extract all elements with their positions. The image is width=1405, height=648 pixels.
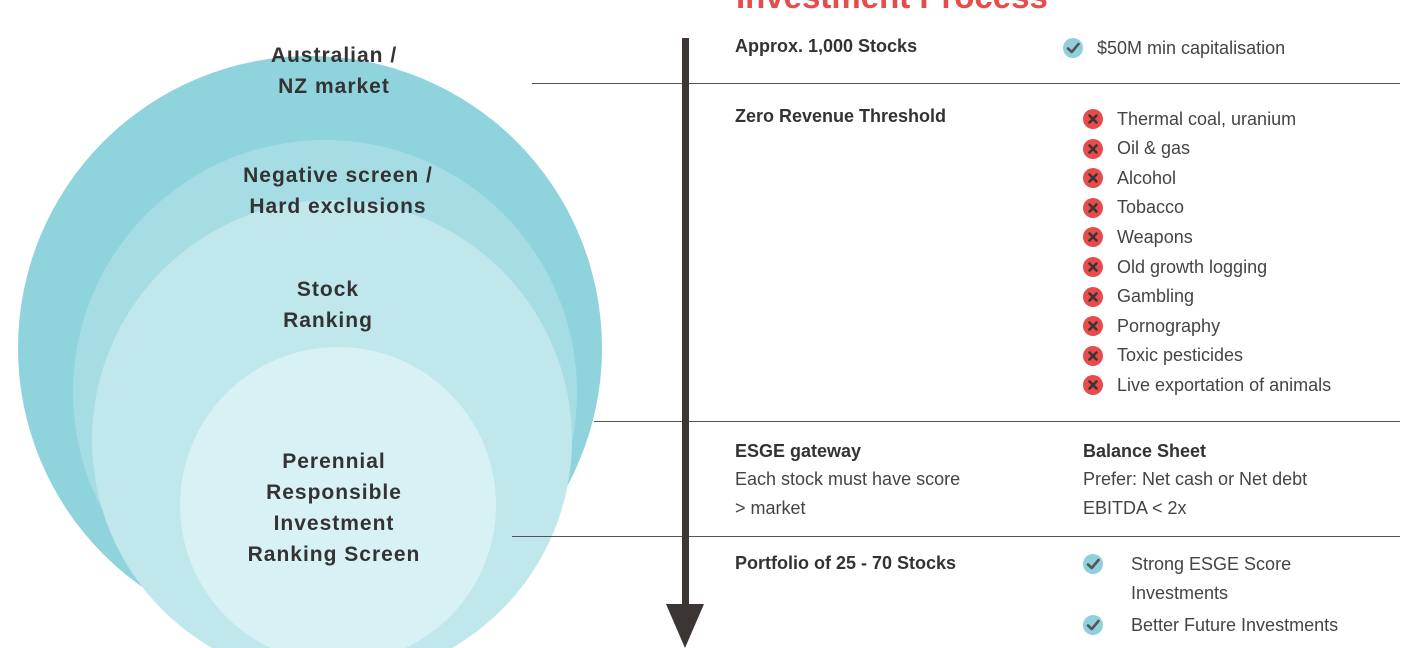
stage1-label: Approx. 1,000 Stocks	[735, 36, 918, 56]
exclusion-item: Alcohol	[1083, 163, 1176, 193]
exclusion-item: Weapons	[1083, 222, 1193, 252]
exclusion-item: Tobacco	[1083, 193, 1184, 223]
circle-label-stock-ranking: Stock Ranking	[283, 278, 373, 332]
circle-inner	[180, 347, 496, 648]
check-icon	[1083, 554, 1103, 574]
check-icon	[1063, 38, 1083, 58]
exclusion-item: Toxic pesticides	[1083, 341, 1243, 371]
diagram-title: Investment Process	[736, 0, 1048, 16]
stage3-label: ESGE gateway	[735, 441, 862, 461]
stage1-criterion: $50M min capitalisation	[1063, 33, 1285, 63]
balance-sheet-label: Balance Sheet	[1083, 441, 1207, 461]
process-arrow-shaft	[682, 38, 689, 616]
stage2-label: Zero Revenue Threshold	[735, 106, 947, 126]
x-icon	[1083, 257, 1103, 277]
exclusion-item: Gambling	[1083, 282, 1194, 312]
exclusion-item: Old growth logging	[1083, 252, 1267, 282]
x-icon	[1083, 168, 1103, 189]
exclusion-item: Live exportation of animals	[1083, 370, 1331, 400]
outcome-item: Better Future Investments	[1083, 610, 1338, 640]
divider-line-3	[512, 536, 1400, 537]
balance-sheet-description: Prefer: Net cash or Net debt EBITDA < 2x	[1083, 469, 1308, 518]
exclusion-item: Thermal coal, uranium	[1083, 104, 1296, 134]
x-icon	[1083, 375, 1103, 396]
divider-line-1	[532, 83, 1400, 84]
x-icon	[1083, 227, 1103, 248]
x-icon	[1083, 197, 1103, 218]
x-icon	[1083, 316, 1103, 337]
exclusion-item: Pornography	[1083, 311, 1220, 341]
outcome-item: Strong ESGE Score Investments	[1083, 550, 1291, 608]
circle-label-ranking-screen: Perennial Responsible Investment Ranking…	[247, 450, 421, 566]
x-icon	[1083, 345, 1103, 366]
stage3-description: Each stock must have score > market	[735, 469, 961, 518]
x-icon	[1083, 138, 1103, 159]
concentric-circles	[18, 56, 602, 648]
circle-label-negative-screen: Negative screen / Hard exclusions	[243, 164, 433, 218]
check-icon	[1083, 615, 1103, 635]
process-arrow-head	[666, 604, 704, 648]
stage4-label: Portfolio of 25 - 70 Stocks	[735, 553, 957, 573]
x-icon	[1083, 109, 1103, 129]
exclusion-item: Oil & gas	[1083, 134, 1190, 164]
x-icon	[1083, 286, 1103, 307]
circle-label-market: Australian / NZ market	[270, 44, 398, 98]
divider-line-2	[594, 421, 1400, 422]
